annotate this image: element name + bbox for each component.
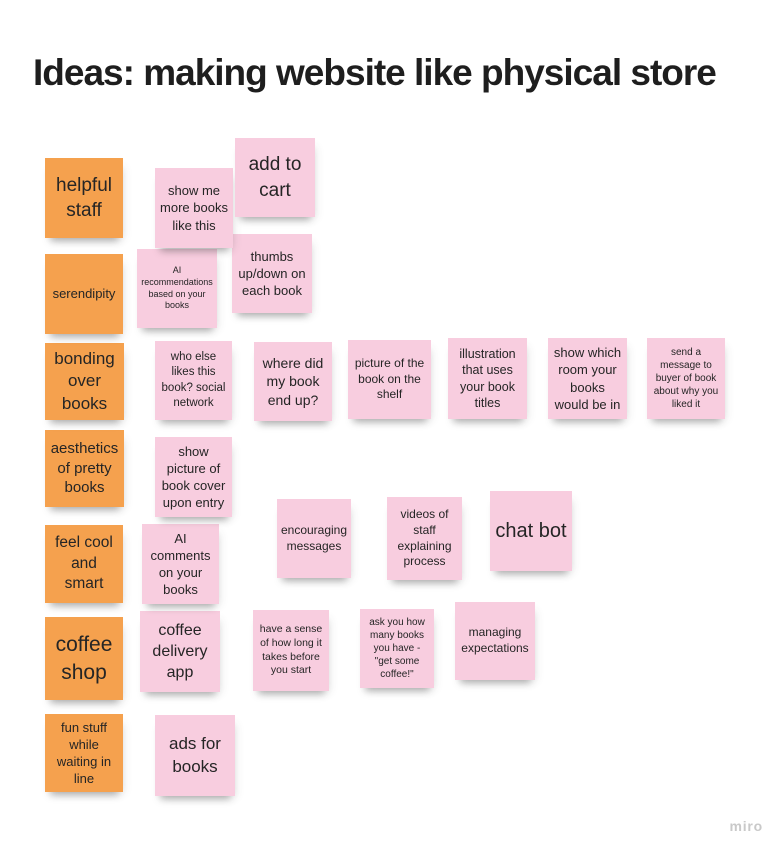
sticky-note[interactable]: serendipity [45,254,123,334]
sticky-note-text: coffee delivery app [152,621,208,682]
sticky-note-text: ads for books [169,734,221,776]
sticky-note[interactable]: show picture of book cover upon entry [155,437,232,517]
sticky-note[interactable]: add to cart [235,138,315,217]
sticky-note[interactable]: aesthetics of pretty books [45,430,124,507]
sticky-note[interactable]: managing expectations [455,602,535,680]
sticky-note-text: AI comments on your books [150,530,211,598]
sticky-note-text: serendipity [52,286,116,302]
sticky-note-text: have a sense of how long it takes before… [259,622,323,677]
sticky-note[interactable]: illustration that uses your book titles [448,338,527,419]
sticky-note[interactable]: coffee delivery app [140,611,220,692]
sticky-note-text: videos of staff explaining process [397,506,452,569]
sticky-note-text: where did my book end up? [262,354,324,408]
sticky-note[interactable]: helpful staff [45,158,123,238]
sticky-note[interactable]: ask you how many books you have -"get so… [360,609,434,688]
sticky-note-text: who else likes this book? social network [161,351,226,409]
sticky-note-text: send a message to buyer of book about wh… [653,346,719,411]
sticky-note-text: encouraging messages [280,522,348,553]
sticky-note[interactable]: AI recommendations based on your books [137,249,217,328]
sticky-note-text: fun stuff while waiting in line [56,719,112,787]
sticky-note[interactable]: show me more books like this [155,168,233,248]
sticky-note-text: feel cool and smart [55,534,113,593]
sticky-note[interactable]: encouraging messages [277,499,351,578]
sticky-note[interactable]: bonding over books [45,343,124,420]
sticky-note[interactable]: have a sense of how long it takes before… [253,610,329,691]
sticky-note-text: chat bot [495,519,567,542]
sticky-note[interactable]: send a message to buyer of book about wh… [647,338,725,419]
sticky-note-text: thumbs up/down on each book [238,248,306,299]
sticky-note[interactable]: fun stuff while waiting in line [45,714,123,792]
sticky-note-text: show picture of book cover upon entry [161,443,226,511]
sticky-note-text: bonding over books [54,348,115,413]
sticky-note-text: coffee shop [55,632,113,684]
sticky-note-text: picture of the book on the shelf [354,355,425,402]
miro-logo: miro [729,818,763,834]
sticky-note[interactable]: thumbs up/down on each book [232,234,312,313]
sticky-note[interactable]: coffee shop [45,617,123,700]
sticky-note[interactable]: videos of staff explaining process [387,497,462,580]
sticky-note-text: aesthetics of pretty books [50,439,119,497]
sticky-note[interactable]: show which room your books would be in [548,338,627,419]
sticky-note[interactable]: AI comments on your books [142,524,219,604]
sticky-note-text: managing expectations [461,625,529,655]
sticky-note[interactable]: picture of the book on the shelf [348,340,431,419]
sticky-note-text: show which room your books would be in [553,345,622,412]
sticky-note-text: helpful staff [56,174,112,221]
sticky-note[interactable]: feel cool and smart [45,525,123,603]
sticky-note[interactable]: who else likes this book? social network [155,341,232,420]
sticky-note-text: ask you how many books you have -"get so… [369,616,425,681]
sticky-note-text: add to cart [248,154,302,201]
sticky-note-text: illustration that uses your book titles [459,346,516,411]
sticky-note-text: AI recommendations based on your books [141,264,213,311]
sticky-note[interactable]: chat bot [490,491,572,571]
sticky-note-text: show me more books like this [160,183,228,233]
sticky-note[interactable]: where did my book end up? [254,342,332,421]
sticky-note[interactable]: ads for books [155,715,235,796]
page-title[interactable]: Ideas: making website like physical stor… [33,52,717,93]
